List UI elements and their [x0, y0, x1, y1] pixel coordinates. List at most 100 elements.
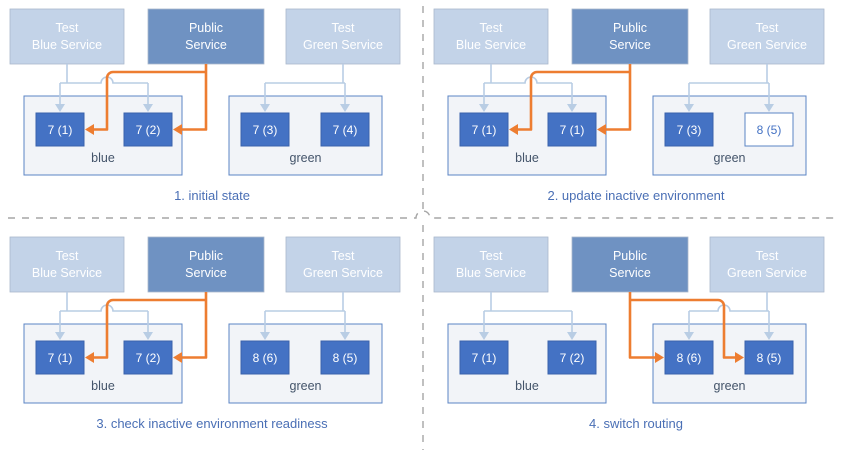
pod-green-2-box[interactable] [320, 340, 370, 375]
env-blue-label: blue [515, 151, 539, 165]
service-test-green-box[interactable] [285, 236, 401, 293]
public-route-arrowhead-2 [173, 352, 182, 363]
service-test-blue-label-line2: Blue Service [32, 38, 102, 52]
pod-blue-1-box[interactable] [35, 112, 85, 147]
public-route-arrowhead-1 [509, 124, 518, 135]
pod-blue-1-label: 7 (1) [48, 123, 73, 137]
service-test-blue-box[interactable] [9, 236, 125, 293]
service-public-label-line2: Service [185, 38, 227, 52]
public-route-path [94, 292, 208, 359]
service-test-green-label-line1: Test [756, 21, 779, 35]
test-blue-connector-arrowhead-1 [55, 332, 65, 340]
pod-green-1-box[interactable] [664, 340, 714, 375]
pod-green-1-box[interactable] [664, 112, 714, 147]
test-green-connector-arrowhead-1 [260, 332, 270, 340]
pod-blue-1-box[interactable] [459, 112, 509, 147]
pod-blue-2-label: 7 (2) [560, 351, 585, 365]
service-test-green-label-line1: Test [332, 249, 355, 263]
service-test-blue-label-line1: Test [56, 21, 79, 35]
service-test-green-label-line1: Test [756, 249, 779, 263]
pod-green-2-box[interactable] [320, 112, 370, 147]
service-test-green-label-line2: Green Service [303, 266, 383, 280]
pod-green-2-box[interactable] [744, 340, 794, 375]
service-test-green-label-line1: Test [332, 21, 355, 35]
pod-green-2-label: 8 (5) [333, 351, 358, 365]
public-route-arrowhead-2 [173, 124, 182, 135]
service-test-green-box[interactable] [709, 236, 825, 293]
pod-blue-2-label: 7 (2) [136, 351, 161, 365]
pod-green-2-label: 8 (5) [757, 123, 782, 137]
public-route-arrowhead-2 [597, 124, 606, 135]
service-test-blue-label-line1: Test [480, 21, 503, 35]
test-green-connector-arrowhead-1 [684, 332, 694, 340]
service-test-blue-label-line1: Test [56, 249, 79, 263]
test-blue-connector-arrowhead-2 [567, 332, 577, 340]
pod-green-2-box[interactable] [744, 112, 794, 147]
service-public-label-line1: Public [189, 249, 223, 263]
service-public-label-line2: Service [609, 266, 651, 280]
pod-green-1-label: 8 (6) [253, 351, 278, 365]
pod-blue-2-label: 7 (1) [560, 123, 585, 137]
service-public-label-line1: Public [613, 249, 647, 263]
test-green-connector-arrowhead-1 [684, 104, 694, 112]
pod-green-1-box[interactable] [240, 340, 290, 375]
service-public-box[interactable] [147, 236, 265, 293]
env-green-label: green [714, 151, 746, 165]
public-route-arrowhead-2 [735, 352, 744, 363]
test-green-connector-path [264, 292, 346, 332]
public-route-path [94, 64, 208, 131]
service-public-box[interactable] [571, 236, 689, 293]
env-green-label: green [290, 379, 322, 393]
test-blue-connector-arrowhead-2 [567, 104, 577, 112]
service-test-green-box[interactable] [709, 8, 825, 65]
service-test-blue-label-line1: Test [480, 249, 503, 263]
env-blue-label: blue [91, 151, 115, 165]
pod-blue-1-label: 7 (1) [472, 351, 497, 365]
test-green-connector-arrowhead-2 [764, 104, 774, 112]
pod-green-2-label: 7 (4) [333, 123, 358, 137]
test-blue-connector-arrowhead-1 [479, 332, 489, 340]
pod-blue-2-box[interactable] [123, 112, 173, 147]
pod-green-1-box[interactable] [240, 112, 290, 147]
service-test-blue-box[interactable] [433, 8, 549, 65]
service-test-blue-label-line2: Blue Service [32, 266, 102, 280]
service-test-green-label-line2: Green Service [727, 38, 807, 52]
test-blue-connector-arrowhead-2 [143, 104, 153, 112]
service-public-label-line2: Service [185, 266, 227, 280]
pod-blue-2-box[interactable] [123, 340, 173, 375]
pod-blue-1-box[interactable] [35, 340, 85, 375]
service-test-blue-box[interactable] [433, 236, 549, 293]
service-test-blue-label-line2: Blue Service [456, 38, 526, 52]
pod-blue-1-box[interactable] [459, 340, 509, 375]
service-public-box[interactable] [571, 8, 689, 65]
service-public-box[interactable] [147, 8, 265, 65]
service-public-label-line2: Service [609, 38, 651, 52]
service-public-label-line1: Public [189, 21, 223, 35]
pod-blue-2-label: 7 (2) [136, 123, 161, 137]
service-test-green-box[interactable] [285, 8, 401, 65]
pod-green-1-label: 7 (3) [253, 123, 278, 137]
public-route-arrowhead-1 [655, 352, 664, 363]
service-test-green-label-line2: Green Service [727, 266, 807, 280]
test-green-connector-path [264, 64, 346, 104]
service-test-green-label-line2: Green Service [303, 38, 383, 52]
pod-blue-2-box[interactable] [547, 340, 597, 375]
env-green-label: green [714, 379, 746, 393]
service-test-blue-box[interactable] [9, 8, 125, 65]
test-green-connector-arrowhead-2 [764, 332, 774, 340]
public-route-path [518, 64, 632, 131]
panel-caption: 4. switch routing [589, 416, 683, 431]
test-green-connector-arrowhead-2 [340, 332, 350, 340]
pod-blue-1-label: 7 (1) [472, 123, 497, 137]
env-blue-label: blue [91, 379, 115, 393]
pod-blue-2-box[interactable] [547, 112, 597, 147]
